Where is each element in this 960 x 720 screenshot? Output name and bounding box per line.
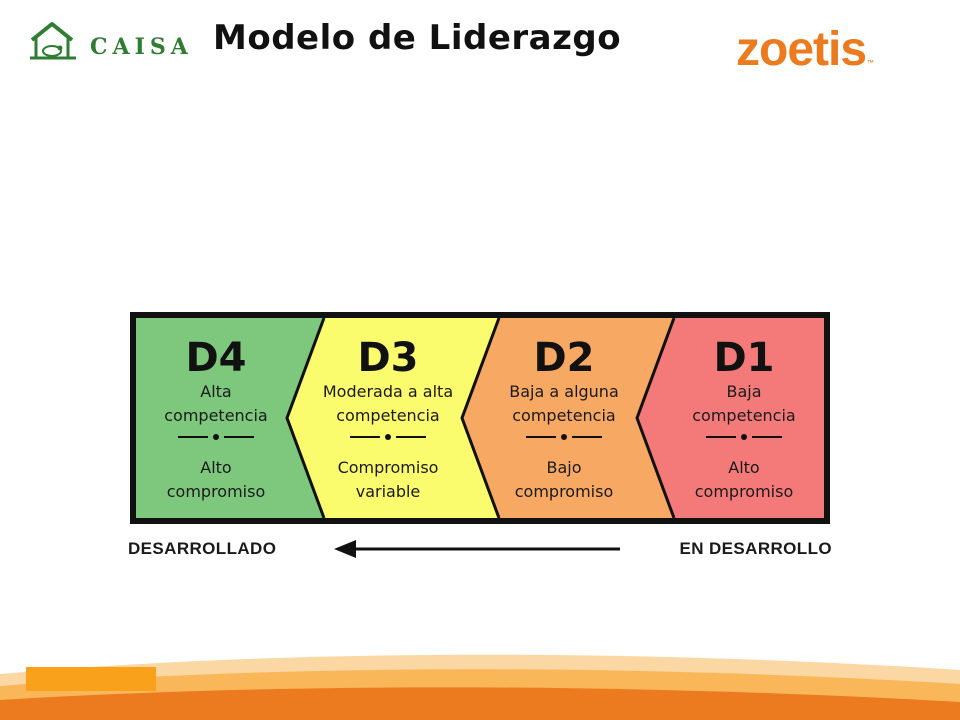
- band-divider: [635, 317, 676, 519]
- competence-line: competencia: [164, 406, 268, 425]
- competence-line: Alta: [200, 382, 232, 401]
- commitment-line: compromiso: [166, 482, 266, 501]
- dot-separator-icon: [526, 434, 602, 440]
- band-d4: [136, 318, 324, 518]
- commitment-line: variable: [355, 482, 421, 501]
- commitment-line: Alto: [728, 458, 760, 477]
- competence-line: Baja a alguna: [509, 382, 619, 401]
- stage-bands: [130, 312, 830, 524]
- zoetis-wordmark: zoetis: [736, 23, 867, 76]
- scale-right-label: EN DESARROLLO: [679, 539, 832, 558]
- dot-separator-icon: [178, 434, 254, 440]
- band-divider: [285, 317, 326, 519]
- competence-line: competencia: [336, 406, 440, 425]
- band-d1: [637, 318, 824, 518]
- dot-separator-icon: [706, 434, 782, 440]
- stage-d2: D2 Baja a alguna competencia Bajo compro…: [484, 318, 644, 518]
- header: CAISA Modelo de Liderazgo zoetis™: [0, 0, 960, 90]
- commitment-line: Bajo: [546, 458, 582, 477]
- zoetis-logo: zoetis™: [736, 26, 874, 74]
- page-title: Modelo de Liderazgo: [213, 18, 622, 58]
- caisa-wordmark: CAISA: [90, 34, 193, 60]
- stage-code: D4: [185, 335, 247, 381]
- development-level-diagram: D4 Alta competencia Alto compromiso D3 M…: [128, 310, 832, 526]
- development-scale: DESARROLLADO EN DESARROLLO: [128, 538, 832, 562]
- dot-separator-icon: [350, 434, 426, 440]
- stage-code: D1: [713, 335, 775, 381]
- separator: [136, 428, 296, 456]
- separator: [308, 428, 468, 456]
- stage-d3: D3 Moderada a alta competencia Compromis…: [308, 318, 468, 518]
- stage-d4: D4 Alta competencia Alto compromiso: [136, 318, 296, 518]
- stage-d1: D1 Baja competencia Alto compromiso: [664, 318, 824, 518]
- competence-line: Baja: [726, 382, 762, 401]
- competence-line: competencia: [692, 406, 796, 425]
- separator: [664, 428, 824, 456]
- left-arrow-icon: [334, 540, 620, 558]
- band-divider: [460, 317, 501, 519]
- barn-icon: [30, 22, 76, 60]
- caisa-logo: CAISA: [28, 20, 188, 64]
- footer-accent-box: [26, 667, 156, 691]
- band-d3: [287, 318, 499, 518]
- stage-code: D2: [533, 335, 595, 381]
- commitment-line: Alto: [200, 458, 232, 477]
- footer-wave: [0, 654, 960, 720]
- separator: [484, 428, 644, 456]
- commitment-line: Compromiso: [337, 458, 439, 477]
- band-d2: [462, 318, 674, 518]
- commitment-line: compromiso: [514, 482, 614, 501]
- zoetis-trademark: ™: [867, 60, 875, 67]
- competence-line: Moderada a alta: [322, 382, 454, 401]
- competence-line: competencia: [512, 406, 616, 425]
- commitment-line: compromiso: [694, 482, 794, 501]
- stage-code: D3: [357, 335, 419, 381]
- scale-left-label: DESARROLLADO: [128, 539, 277, 558]
